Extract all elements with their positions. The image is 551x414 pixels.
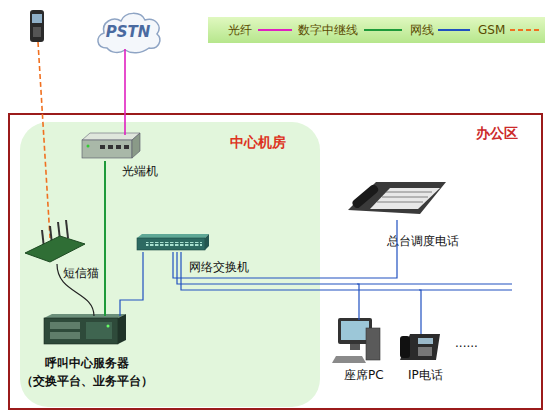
node-label: （交换平台、业务平台） xyxy=(12,374,162,388)
dispatch-phone: 总台调度电话 xyxy=(347,180,447,220)
sms-modem: 短信猫 xyxy=(27,234,87,264)
network-switch: 网络交换机 xyxy=(139,236,211,252)
node-label: 座席PC xyxy=(344,368,384,382)
ip-phone-handset xyxy=(400,336,410,358)
ellipsis-label: ...... xyxy=(455,336,478,350)
connector-wire xyxy=(173,220,397,278)
cloud-node: PSTN xyxy=(93,8,163,54)
legend-sample xyxy=(438,29,470,31)
ip-phone: IP电话 xyxy=(400,334,442,364)
dispatch-phone-body xyxy=(348,182,446,214)
connector-wire xyxy=(177,252,359,320)
node-label: PSTN xyxy=(93,24,163,40)
node-label: IP电话 xyxy=(408,368,443,382)
machine-room: 中心机房光端机短信猫网络交换机呼叫中心服务器（交换平台、业务平台） xyxy=(20,122,320,407)
panel-line xyxy=(377,202,423,203)
mobile-phone xyxy=(30,10,44,42)
dispatch-phone-panel xyxy=(370,188,440,209)
node-label: 短信猫 xyxy=(63,266,99,280)
node-label: 办公区 xyxy=(476,125,518,141)
call-center-server: 呼叫中心服务器（交换平台、业务平台） xyxy=(46,316,128,346)
ip-phone-keys xyxy=(418,347,432,356)
pc-stand xyxy=(350,344,360,350)
connector-wire xyxy=(124,49,126,135)
connector-wire xyxy=(181,252,421,334)
legend-text: 数字中继线 xyxy=(298,23,358,37)
ip-phone-body xyxy=(400,334,440,360)
panel-line xyxy=(386,192,432,193)
node-label: 总台调度电话 xyxy=(387,234,459,248)
pc-keyboard xyxy=(332,356,366,363)
lan-wire xyxy=(357,283,512,284)
connector-wire xyxy=(120,252,143,316)
ip-phone-screen xyxy=(418,338,433,344)
office-area: 办公区中心机房光端机短信猫网络交换机呼叫中心服务器（交换平台、业务平台）总台调度… xyxy=(8,113,543,410)
legend-text: GSM xyxy=(478,23,505,37)
pc-screen xyxy=(341,321,369,340)
connector-wire xyxy=(104,161,106,316)
legend-sample xyxy=(510,29,542,31)
legend-text: 网线 xyxy=(410,23,434,37)
legend-sample xyxy=(258,29,292,31)
mobile-screen xyxy=(32,14,42,23)
legend-text: 光纤 xyxy=(228,23,252,37)
legend-sample xyxy=(364,29,402,31)
pc-monitor xyxy=(338,318,372,344)
pc-tower xyxy=(366,328,380,360)
panel-line xyxy=(382,197,428,198)
dispatch-handset xyxy=(351,183,380,209)
lan-wire xyxy=(419,289,512,290)
node-label: 光端机 xyxy=(122,164,158,178)
node-label: 呼叫中心服务器 xyxy=(12,356,162,370)
agent-pc: 座席PC xyxy=(334,320,382,366)
optical-terminal: 光端机 xyxy=(84,135,142,161)
node-label: 中心机房 xyxy=(230,134,286,150)
mobile-keypad xyxy=(33,27,41,37)
node-label: 网络交换机 xyxy=(189,260,249,274)
connector-wire xyxy=(57,264,94,316)
